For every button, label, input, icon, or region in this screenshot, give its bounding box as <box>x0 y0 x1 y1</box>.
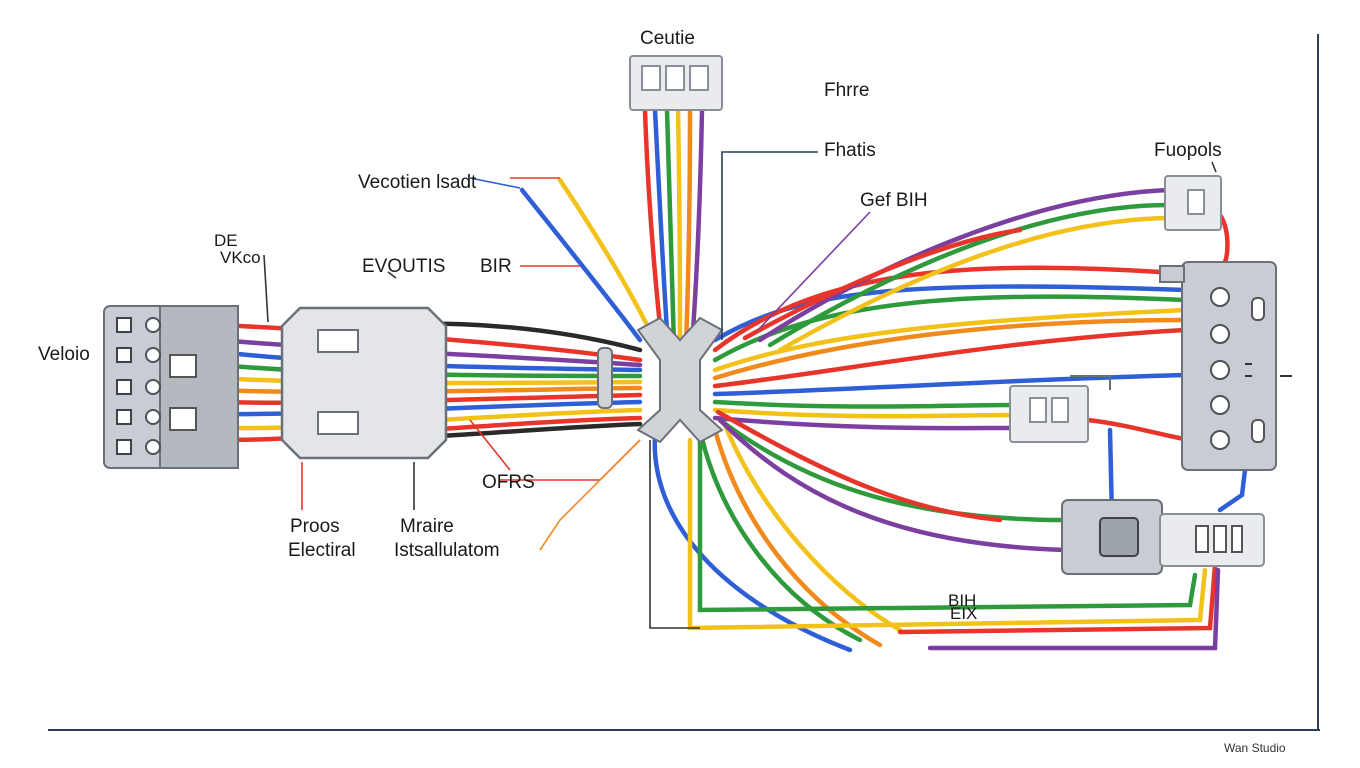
label-proos: Proos <box>290 516 340 537</box>
label-gef-bih: Gef BIH <box>860 190 928 211</box>
wire-diag-blue <box>519 187 643 343</box>
label-fhatis: Fhatis <box>824 140 876 161</box>
top-right-connector <box>1164 175 1222 231</box>
wire-right-red-3 <box>1085 417 1193 443</box>
label-bih: BIH <box>948 591 976 610</box>
wire-down-yellow <box>722 422 903 633</box>
wire-down-green <box>697 427 863 643</box>
wire-top-purple <box>689 107 705 348</box>
wire-right-green-2 <box>712 399 1015 409</box>
wire-route-purple <box>927 567 1221 651</box>
wire-right-red-2 <box>712 327 1188 389</box>
label-credit: Wan Studio <box>1224 741 1286 755</box>
wire-right-purple-1 <box>712 415 1015 431</box>
wire-route-yellow <box>687 437 1208 631</box>
label-bir: BIR <box>480 256 512 277</box>
top-connector-slot <box>641 65 661 91</box>
leader-lines <box>263 151 1217 629</box>
wire-top-green <box>664 107 677 348</box>
wire-right-blue-2 <box>712 372 1188 397</box>
wire-diag-yellow <box>557 177 655 338</box>
labels: Ceutie Fhrre Fhatis Fuopols Vecotien lsa… <box>38 28 1286 755</box>
wire-top-yellow <box>675 107 683 348</box>
left-housing-body <box>280 306 448 460</box>
left-pin-header <box>103 305 239 469</box>
label-veloio: Veloio <box>38 344 90 365</box>
left-housing <box>280 306 448 460</box>
label-vkco: VKco <box>220 248 261 267</box>
wire-tr-red <box>742 227 1023 341</box>
top-connector-slot <box>689 65 709 91</box>
wire-right-yellow-2 <box>712 407 1015 419</box>
label-fuopols: Fuopols <box>1154 140 1222 161</box>
wire-route-blue-2 <box>1217 467 1248 513</box>
label-istsallulatom: Istsallulatom <box>394 540 500 561</box>
wire-top-blue <box>652 107 671 348</box>
junction-body <box>636 316 724 444</box>
wire-right-yellow-1 <box>712 307 1188 373</box>
bottom-right-plug <box>1061 499 1265 575</box>
wire-tr-green <box>767 202 1171 348</box>
label-ofrs: OFRS <box>482 472 535 493</box>
wire-tr-purple <box>757 187 1171 343</box>
left-header-inner <box>159 305 239 469</box>
wire-route-green <box>697 437 1198 613</box>
wire-tr-yellow <box>777 215 1171 353</box>
wire-top-orange <box>683 107 693 348</box>
wire-down-green-2 <box>717 417 1068 523</box>
top-connector-slot <box>665 65 685 91</box>
top-connector <box>629 55 723 111</box>
right-big-connector <box>1159 261 1292 471</box>
central-junction-clip <box>597 316 724 444</box>
plug-receptacle <box>1159 513 1265 567</box>
label-top-connector: Ceutie <box>640 28 695 49</box>
label-de: DE <box>214 231 238 250</box>
label-evoutis: EVOUTIS <box>362 256 445 277</box>
mid-right-connector <box>1009 375 1111 443</box>
label-vecotien: Vecotien lsadt <box>358 172 477 193</box>
wire-down-red <box>715 409 1003 523</box>
label-fhrre: Fhrre <box>824 80 869 101</box>
mid-connector-body <box>1009 385 1089 443</box>
wire-right-orange <box>712 317 1188 381</box>
label-electiral: Electiral <box>288 540 356 561</box>
cable-tie <box>597 347 613 409</box>
wire-route-red-2 <box>1217 212 1230 265</box>
left-header-pins <box>116 317 197 455</box>
wire-down-orange <box>712 427 883 648</box>
wire-route-red <box>897 562 1218 635</box>
wire-down-purple <box>717 417 1068 553</box>
label-mraire: Mraire <box>400 516 454 537</box>
label-eix: EIX <box>950 604 977 623</box>
wire-right-blue-1 <box>712 284 1188 343</box>
